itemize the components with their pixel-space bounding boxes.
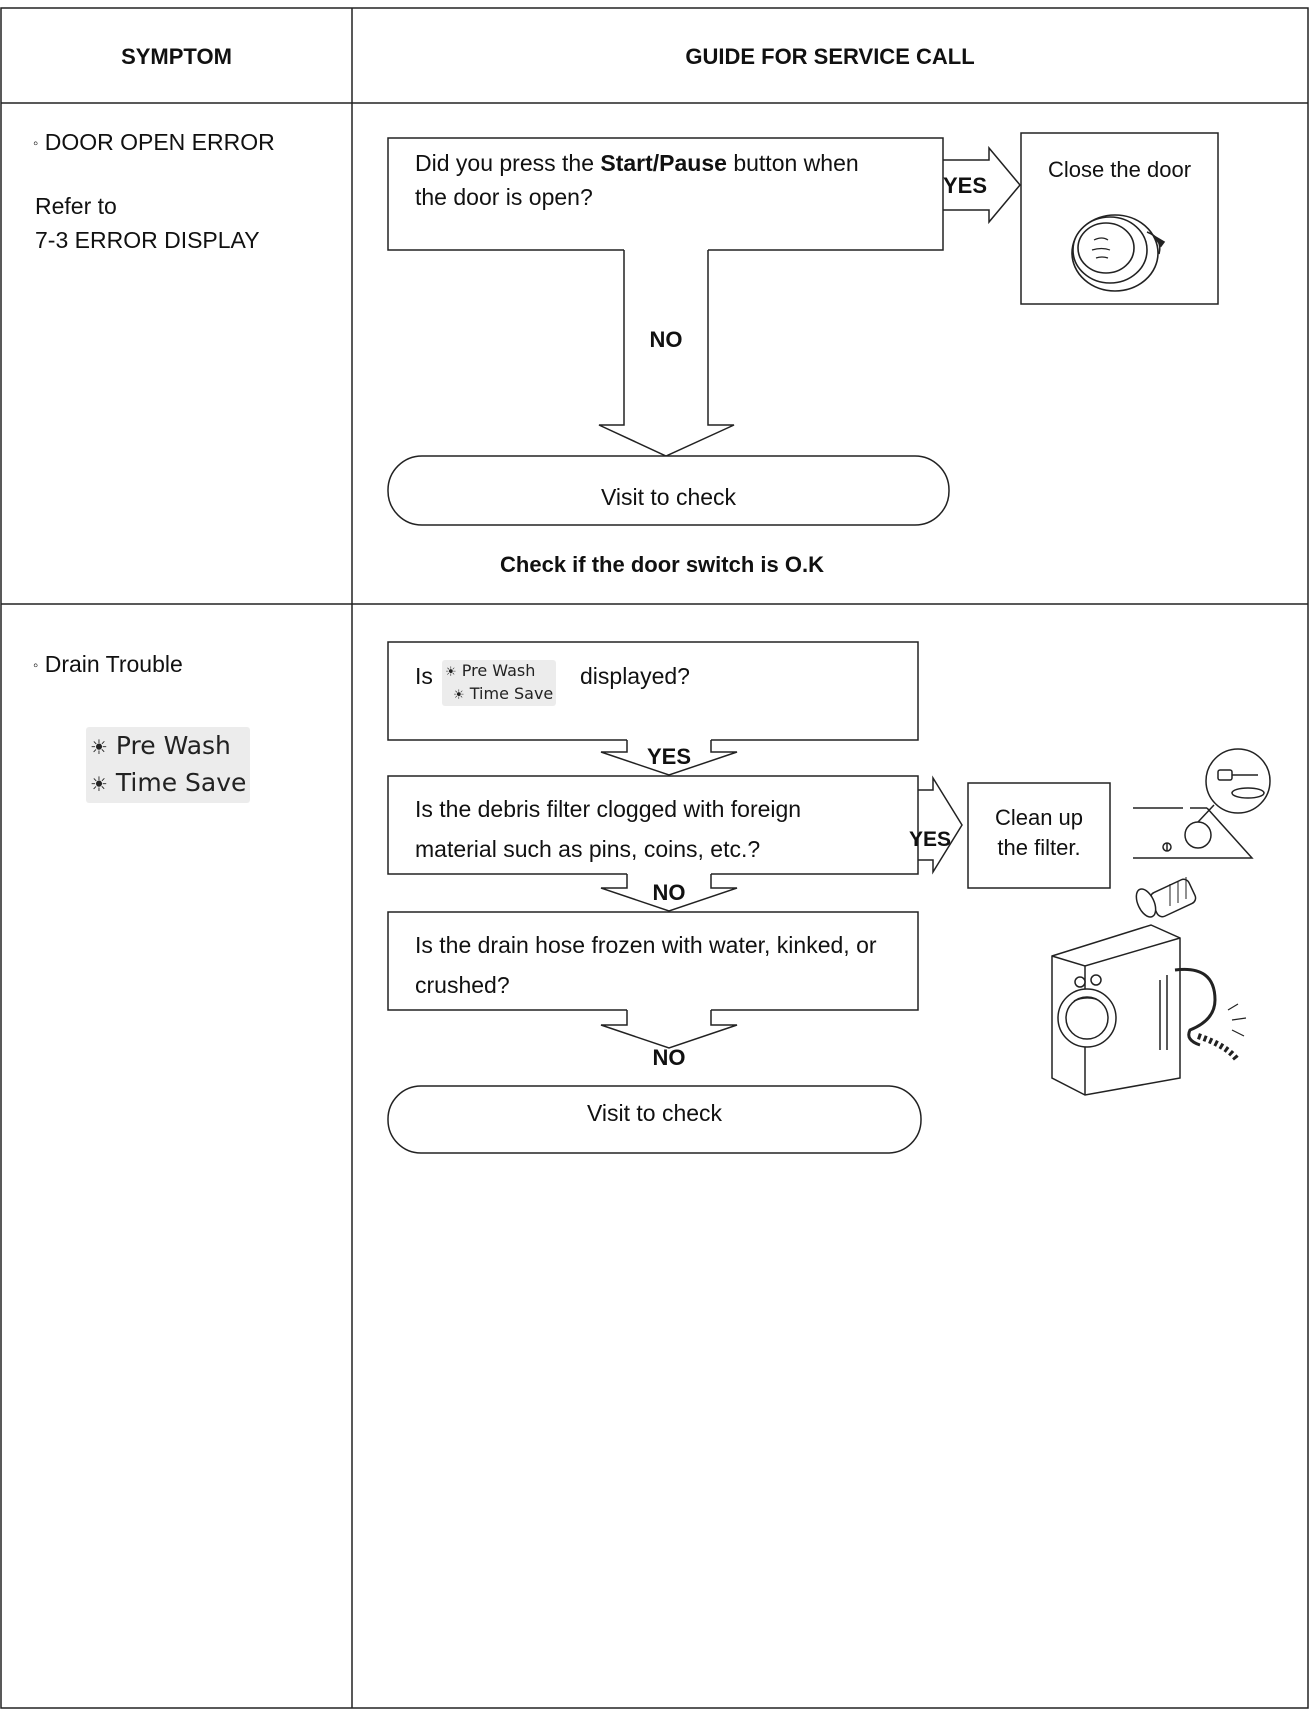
door-illustration xyxy=(1071,214,1166,292)
no-arrow-1 xyxy=(598,250,735,457)
lamp-icon: ☀ xyxy=(90,735,108,759)
q1-display-line2: Time Save xyxy=(469,684,554,703)
terminal-text-2: Visit to check xyxy=(586,1100,723,1126)
question-prefix: Did you press the xyxy=(415,150,601,176)
question-box-2 xyxy=(387,641,919,741)
symptom-title: Drain Trouble xyxy=(44,651,183,677)
symptom-title: DOOR OPEN ERROR xyxy=(44,129,275,155)
symptom-refer: Refer to 7-3 ERROR DISPLAY xyxy=(35,189,260,257)
terminal-2 xyxy=(387,1085,922,1154)
yes-arrow-3 xyxy=(918,775,963,875)
question-text-1: Did you press the Start/Pause button whe… xyxy=(415,146,935,214)
yes-arrow-1 xyxy=(943,145,1021,225)
display-line2: Time Save xyxy=(115,768,247,797)
bullet: ◦ xyxy=(33,656,39,674)
q3-text: Is the drain hose frozen with water, kin… xyxy=(415,928,877,1002)
yes-label-1: YES xyxy=(942,173,988,198)
yes-label-3: YES xyxy=(908,828,952,851)
q2-line1: Is the debris filter clogged with foreig… xyxy=(415,796,802,822)
yes-label-2: YES xyxy=(646,744,692,769)
no-label-2: NO xyxy=(652,880,686,905)
lamp-icon: ☀ xyxy=(90,772,108,796)
symptom-drain-trouble: ◦ Drain Trouble xyxy=(33,647,183,683)
question-line2: the door is open? xyxy=(415,184,593,210)
no-label-3: NO xyxy=(652,1045,686,1070)
washing-machine-illustration xyxy=(1051,924,1247,1096)
q2-line2: material such as pins, coins, etc.? xyxy=(415,836,761,862)
question-suffix: button when xyxy=(726,150,859,176)
bullet: ◦ xyxy=(33,134,39,152)
header-symptom: SYMPTOM xyxy=(121,44,232,69)
q1-display-line1: Pre Wash xyxy=(461,661,536,680)
q1-prefix: Is xyxy=(415,663,433,689)
header-guide: GUIDE FOR SERVICE CALL xyxy=(685,44,975,69)
note-door-switch: Check if the door switch is O.K xyxy=(500,552,824,577)
no-arrow-3 xyxy=(600,1010,738,1049)
action-text-2: Clean up the filter. xyxy=(968,803,1110,863)
display-line1: Pre Wash xyxy=(115,731,231,760)
action-line1: Clean up xyxy=(994,805,1084,830)
action-line2: the filter. xyxy=(997,835,1081,860)
question-box-4 xyxy=(387,911,919,1011)
action-text-1: Close the door xyxy=(1047,157,1192,182)
symptom-door-open: ◦ DOOR OPEN ERROR xyxy=(33,125,275,161)
lamp-icon: ☀ xyxy=(453,688,465,703)
q3-line1: Is the drain hose frozen with water, kin… xyxy=(415,932,877,958)
question-box-1 xyxy=(387,137,944,251)
display-indicator: ☀ Pre Wash ☀ Time Save xyxy=(86,727,251,803)
terminal-1 xyxy=(387,455,950,526)
q3-line2: crushed? xyxy=(415,972,510,998)
q1-display: ☀ Pre Wash ☀ Time Save xyxy=(442,660,557,706)
refer-line1: Refer to xyxy=(35,193,117,219)
no-arrow-2 xyxy=(600,874,738,912)
terminal-text-1: Visit to check xyxy=(600,484,737,510)
question-bold: Start/Pause xyxy=(600,150,727,176)
refer-line2: 7-3 ERROR DISPLAY xyxy=(35,227,260,253)
no-label-1: NO xyxy=(649,327,683,352)
lamp-icon: ☀ xyxy=(445,665,457,680)
q1-suffix: displayed? xyxy=(580,663,690,689)
yes-arrow-2 xyxy=(600,740,738,776)
table-border xyxy=(0,7,1309,1709)
action-box-2 xyxy=(967,782,1111,889)
q2-text: Is the debris filter clogged with foreig… xyxy=(415,792,801,866)
question-box-3 xyxy=(387,775,919,875)
filter-illustration xyxy=(1133,748,1271,918)
